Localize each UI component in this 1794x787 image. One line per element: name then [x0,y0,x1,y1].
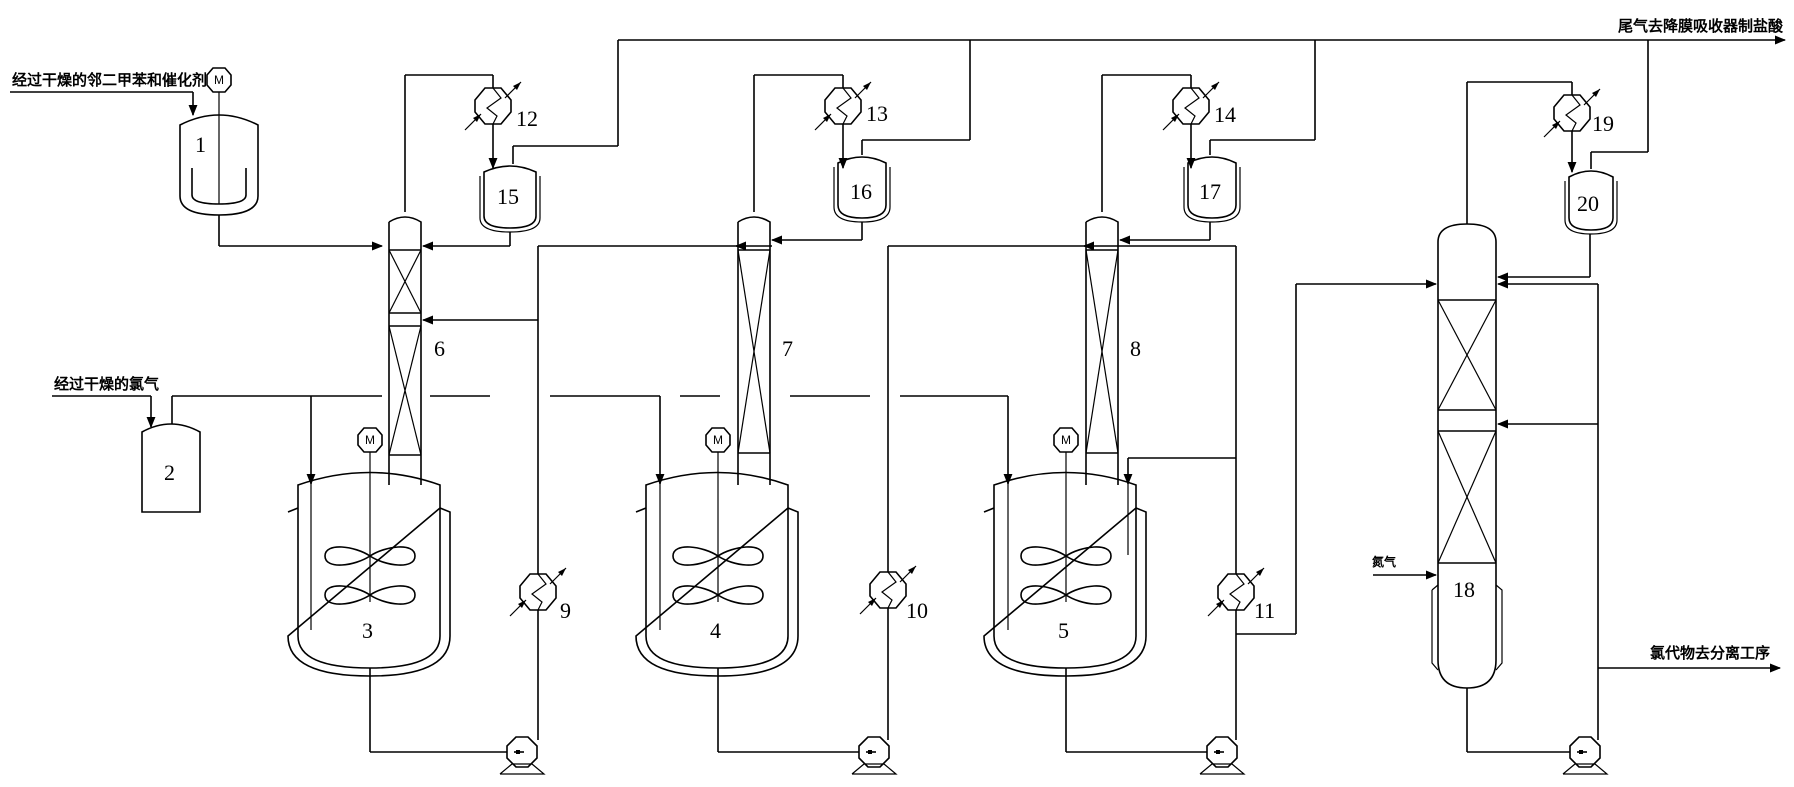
column-8 [1085,74,1191,485]
unit-20-label: 20 [1577,191,1599,216]
centrifugal-pump-icon [1199,736,1245,775]
heat-exchanger-icon [509,567,567,617]
motor-label: M [713,433,723,447]
unit-2-label: 2 [164,460,175,485]
motor-label: M [365,433,375,447]
unit-14-label: 14 [1214,102,1236,127]
unit-11-label: 11 [1254,598,1275,623]
unit-3-label: 3 [362,618,373,643]
unit-15-label: 15 [497,184,519,209]
motor-label: M [214,73,224,87]
centrifugal-pump-icon [1562,736,1608,775]
column-7 [737,74,843,485]
heat-exchanger-icon [1162,81,1220,131]
feed-xylene-catalyst-label: 经过干燥的邻二甲苯和催化剂 [12,71,207,89]
recycle-loop-10 [851,241,1120,775]
nitrogen-label: 氮气 [1372,554,1396,569]
unit-18-label: 18 [1453,577,1475,602]
unit-17-label: 17 [1199,179,1221,204]
unit-8-label: 8 [1130,336,1141,361]
tail-gas-label: 尾气去降膜吸收器制盐酸 [1618,17,1784,35]
column-6 [388,74,493,485]
receiver-17 [1118,40,1316,245]
product-out-label: 氯代物去分离工序 [1650,644,1770,662]
unit-6-label: 6 [434,336,445,361]
unit-2-tank [141,395,1013,513]
feed-xylene-line [10,91,198,117]
unit-1-tank: M [179,67,384,251]
unit-9-label: 9 [560,598,571,623]
column-18 [1373,81,1574,753]
centrifugal-pump-icon [851,736,897,775]
reactor-5: M [983,427,1236,753]
unit-10-label: 10 [906,598,928,623]
unit-19-label: 19 [1592,111,1614,136]
unit-4-label: 4 [710,618,721,643]
unit-12-label: 12 [516,106,538,131]
heat-exchanger-icon [464,81,522,131]
condenser-19 [1543,82,1601,174]
unit-16-label: 16 [850,179,872,204]
heat-exchanger-icon [814,81,872,131]
condenser-13 [814,75,872,170]
unit-1-label: 1 [195,132,206,157]
unit-5-label: 5 [1058,618,1069,643]
recycle-loop-11 [1120,245,1438,775]
receiver-15 [421,40,619,251]
recycle-loop-18 [1496,279,1782,775]
unit-13-label: 13 [866,101,888,126]
unit-7-label: 7 [782,336,793,361]
feed-chlorine-label: 经过干燥的氯气 [54,375,159,393]
centrifugal-pump-icon [499,736,545,775]
condenser-14 [1162,75,1220,170]
reactor-4: M [635,427,862,753]
recycle-loop-9 [421,241,772,775]
condenser-12 [464,75,522,170]
feed-chlorine-line [52,395,156,429]
motor-label: M [1061,433,1071,447]
receiver-20 [1496,40,1649,282]
receiver-16 [770,40,971,245]
reactor-3: M [287,427,510,753]
